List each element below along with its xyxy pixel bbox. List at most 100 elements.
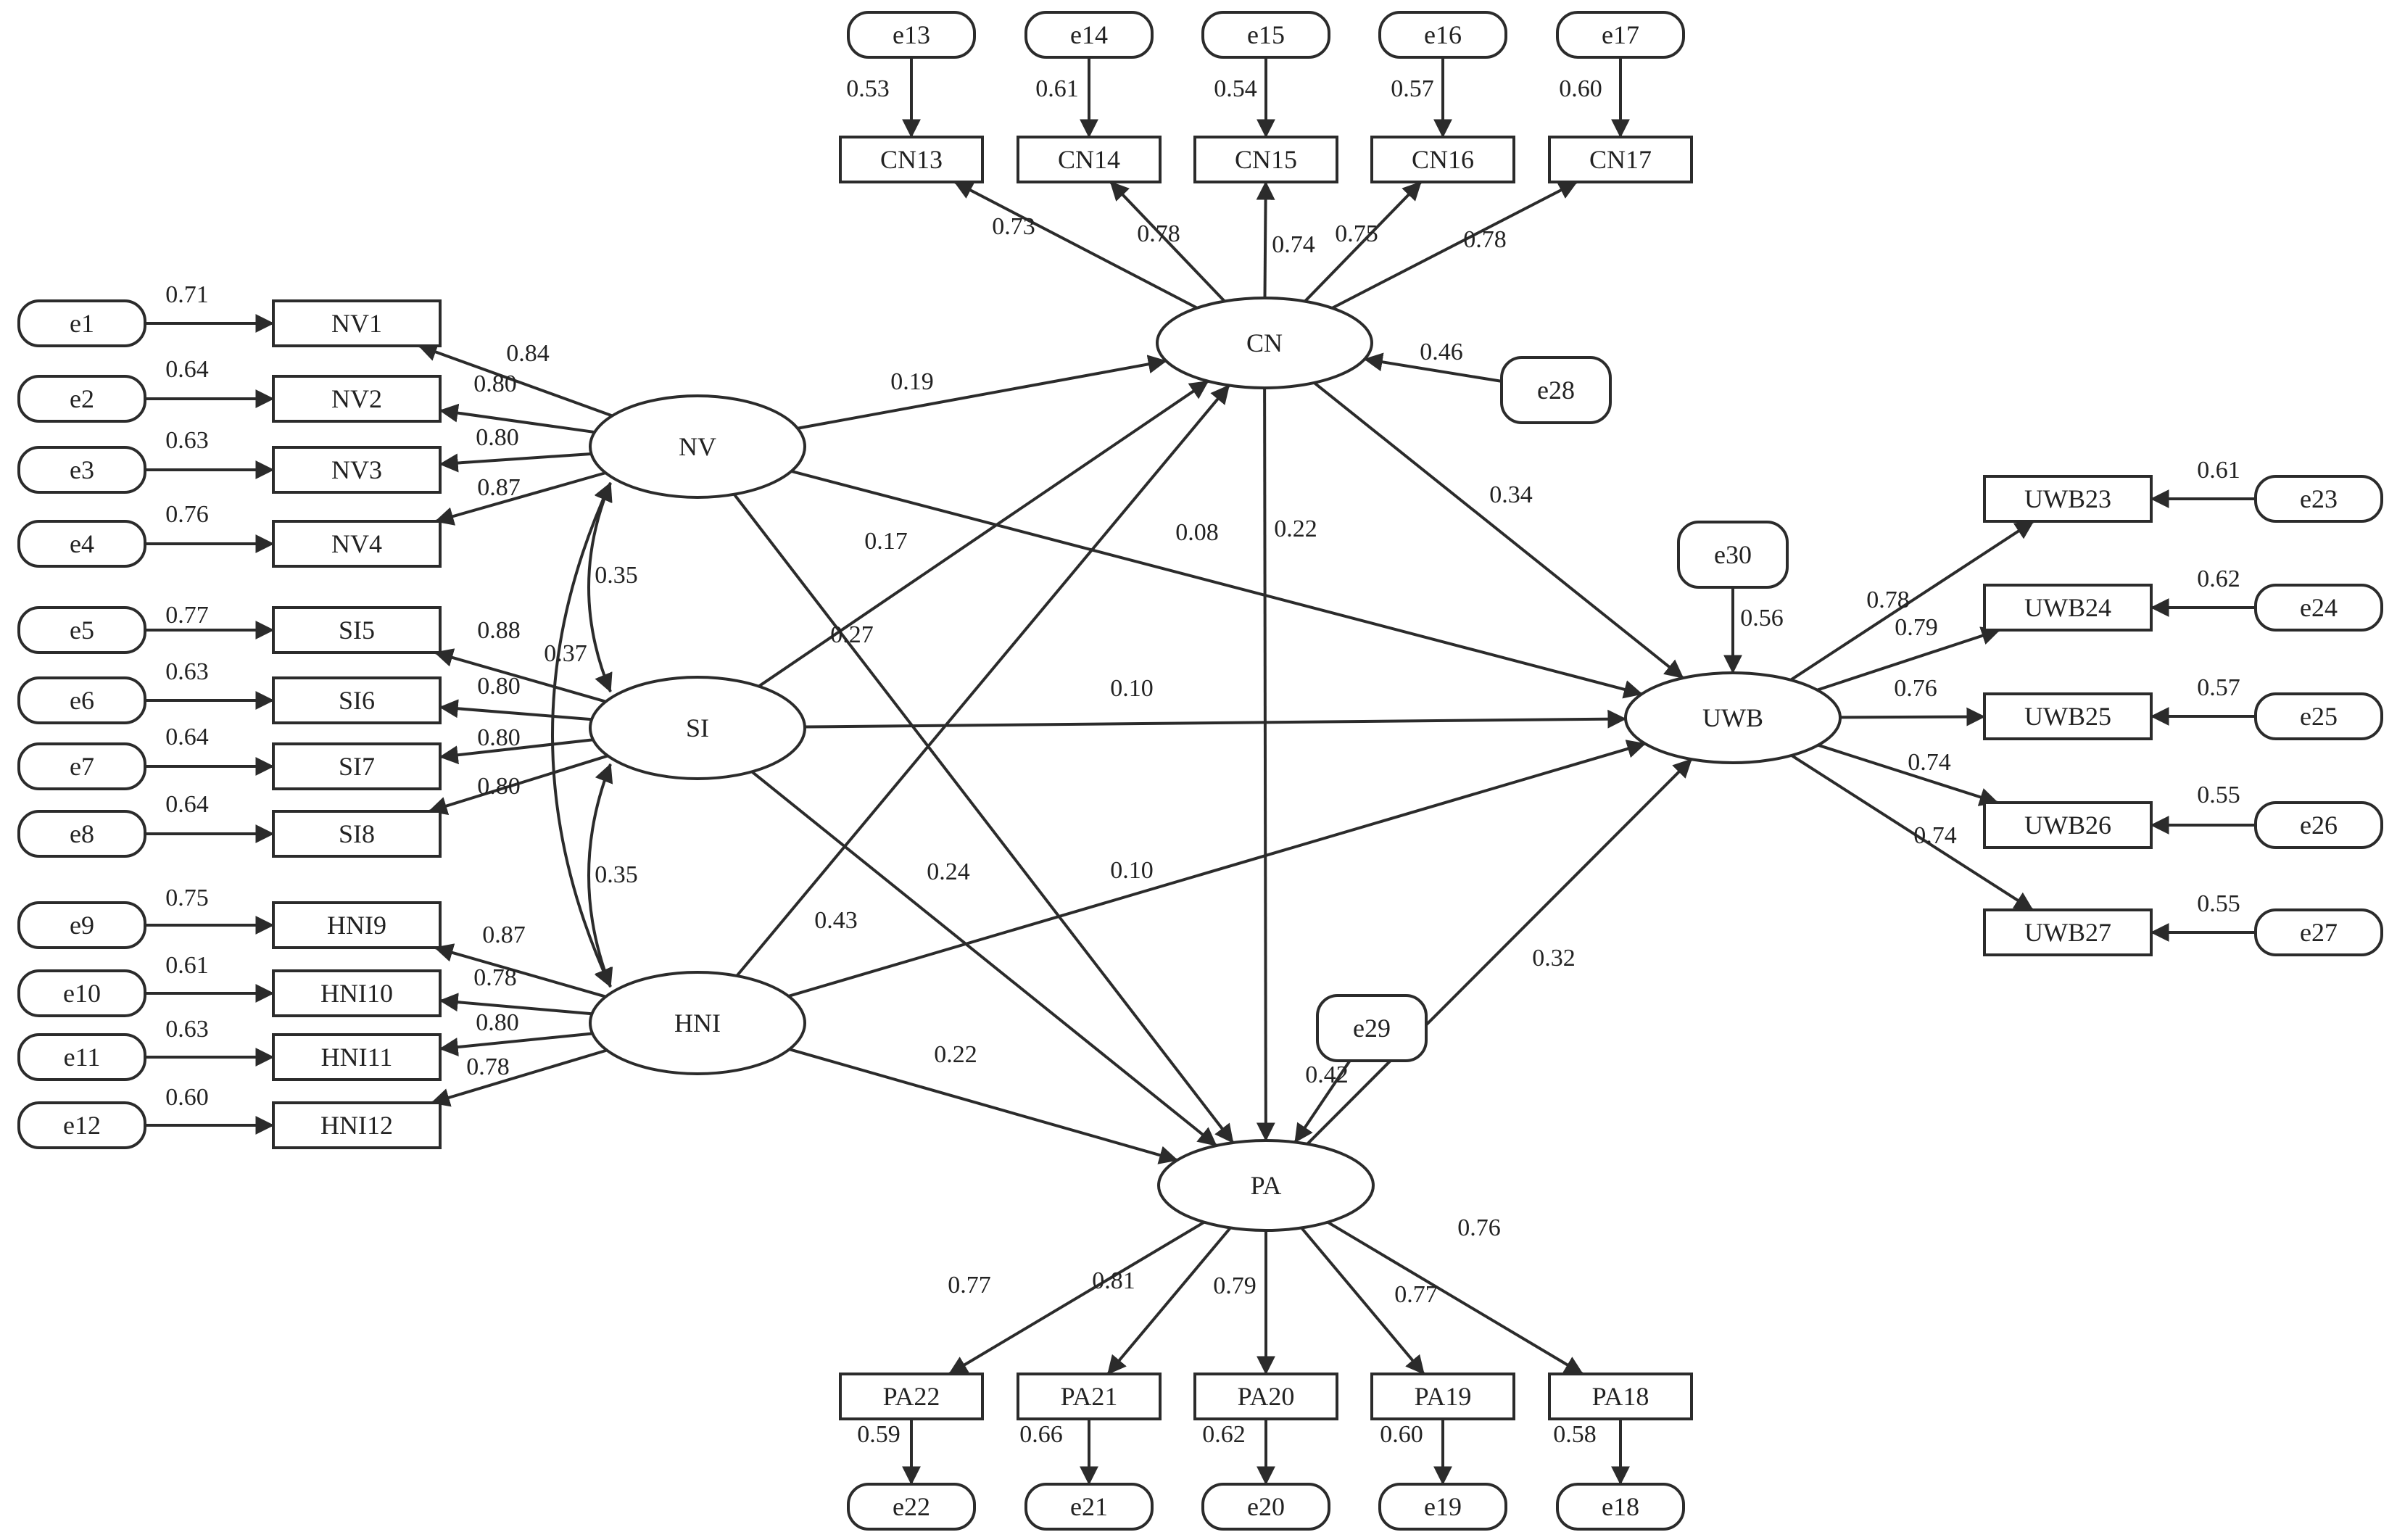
error-term-box bbox=[1378, 1483, 1507, 1531]
edge-label-CN-CN17: 0.78 bbox=[1463, 226, 1507, 253]
path-HNI-CN bbox=[735, 384, 1230, 977]
path-PA-PA22 bbox=[948, 1220, 1205, 1375]
node-label: e13 bbox=[893, 20, 930, 49]
edge-label-HNI-HNI10: 0.78 bbox=[473, 964, 517, 991]
node-label: e27 bbox=[2300, 918, 2338, 947]
path-NV-UWB bbox=[790, 469, 1643, 699]
node-label: e29 bbox=[1353, 1014, 1391, 1043]
edge-label-e17-CN17: 0.60 bbox=[1559, 75, 1602, 102]
error-term-box bbox=[17, 901, 146, 949]
edge-label-e4-NV4: 0.76 bbox=[165, 501, 209, 528]
node-label: e23 bbox=[2300, 484, 2338, 513]
node-CN13: CN13 bbox=[839, 136, 984, 183]
indicator-box bbox=[1983, 475, 2153, 523]
node-label: HNI9 bbox=[327, 911, 386, 940]
latent-ellipse bbox=[1156, 297, 1373, 389]
error-term-box bbox=[1024, 1483, 1154, 1531]
path-SI-CN bbox=[758, 380, 1209, 688]
path-PA-PA18 bbox=[1327, 1220, 1584, 1375]
edge-label-e27-UWB27: 0.55 bbox=[2197, 890, 2240, 917]
error-term-box bbox=[1378, 11, 1507, 59]
node-label: e18 bbox=[1602, 1492, 1639, 1521]
error-term-box bbox=[2254, 475, 2383, 523]
node-e12: e12 bbox=[17, 1101, 146, 1149]
edge-label-NV-NV3: 0.80 bbox=[476, 424, 519, 451]
node-NV3: NV3 bbox=[272, 446, 442, 494]
node-label: e24 bbox=[2300, 593, 2338, 622]
error-term-box bbox=[1556, 11, 1685, 59]
error-term-box bbox=[17, 1033, 146, 1081]
error-term-box bbox=[17, 299, 146, 347]
indicator-box bbox=[1983, 692, 2153, 740]
error-term-box bbox=[1201, 1483, 1330, 1531]
edge-label-e6-SI6: 0.63 bbox=[165, 658, 209, 685]
node-label: e10 bbox=[63, 979, 101, 1008]
edge-label-PA21-e21: 0.66 bbox=[1019, 1421, 1063, 1448]
edge-label-PA-PA18: 0.76 bbox=[1457, 1214, 1501, 1241]
edge-label-e8-SI8: 0.64 bbox=[165, 791, 209, 818]
path-e29-PA bbox=[1293, 1059, 1351, 1143]
node-CN: CN bbox=[1156, 297, 1373, 389]
node-e10: e10 bbox=[17, 969, 146, 1017]
node-label: e28 bbox=[1537, 376, 1575, 405]
path-UWB-UWB27 bbox=[1790, 754, 2034, 911]
path-UWB-UWB23 bbox=[1789, 520, 2034, 682]
edge-label-PA-PA21: 0.81 bbox=[1092, 1267, 1135, 1294]
node-label: e26 bbox=[2300, 811, 2338, 840]
indicator-box bbox=[839, 136, 984, 183]
edge-label-CN-CN13: 0.73 bbox=[992, 213, 1035, 240]
edge-label-UWB-UWB27: 0.74 bbox=[1913, 822, 1957, 849]
node-label: CN14 bbox=[1058, 145, 1120, 174]
node-label: HNI bbox=[674, 1009, 721, 1038]
path-HNI-UWB bbox=[788, 740, 1647, 998]
node-label: e14 bbox=[1070, 20, 1108, 49]
node-label: CN16 bbox=[1412, 145, 1474, 174]
node-e2: e2 bbox=[17, 375, 146, 423]
indicator-box bbox=[1370, 1373, 1515, 1420]
path-NV-NV1 bbox=[418, 343, 613, 418]
edge-label-UWB-UWB23: 0.78 bbox=[1866, 587, 1910, 613]
node-SI6: SI6 bbox=[272, 676, 442, 724]
path-PA-UWB bbox=[1306, 758, 1693, 1146]
path-PA-PA19 bbox=[1300, 1227, 1425, 1375]
indicator-box bbox=[272, 742, 442, 790]
edge-label-NV-NV1: 0.84 bbox=[506, 340, 550, 367]
node-label: NV2 bbox=[331, 384, 382, 413]
covariance-NV-HNI bbox=[551, 481, 612, 988]
edge-label-NV-NV4: 0.87 bbox=[477, 474, 521, 501]
node-UWB27: UWB27 bbox=[1983, 908, 2153, 956]
node-UWB: UWB bbox=[1624, 671, 1842, 764]
path-SI-SI7 bbox=[439, 738, 594, 765]
edge-label-e14-CN14: 0.61 bbox=[1035, 75, 1079, 102]
edge-label-HNI-HNI11: 0.80 bbox=[476, 1009, 519, 1036]
edge-label-UWB-UWB26: 0.74 bbox=[1908, 749, 1951, 776]
error-term-box bbox=[17, 742, 146, 790]
edge-label-NV-SI: 0.35 bbox=[595, 562, 638, 589]
node-e1: e1 bbox=[17, 299, 146, 347]
path-UWB-UWB26 bbox=[1817, 743, 1999, 806]
edge-label-CN-PA: 0.22 bbox=[1274, 516, 1317, 542]
node-label: UWB23 bbox=[2024, 484, 2111, 513]
node-CN16: CN16 bbox=[1370, 136, 1515, 183]
edges-layer bbox=[145, 57, 2256, 1486]
path-CN-PA bbox=[1256, 387, 1275, 1142]
node-label: SI bbox=[686, 713, 709, 742]
node-UWB23: UWB23 bbox=[1983, 475, 2153, 523]
indicator-box bbox=[1548, 1373, 1693, 1420]
indicator-box bbox=[1193, 136, 1338, 183]
node-e9: e9 bbox=[17, 901, 146, 949]
edge-label-e10-HNI10: 0.61 bbox=[165, 952, 209, 979]
node-PA22: PA22 bbox=[839, 1373, 984, 1420]
node-PA21: PA21 bbox=[1017, 1373, 1162, 1420]
latent-ellipse bbox=[1624, 671, 1842, 764]
error-term-box bbox=[17, 606, 146, 654]
path-CN-CN16 bbox=[1304, 181, 1423, 302]
node-e24: e24 bbox=[2254, 584, 2383, 632]
error-term-box bbox=[1677, 521, 1789, 589]
indicator-box bbox=[272, 1101, 442, 1149]
indicator-box bbox=[1017, 136, 1162, 183]
indicator-box bbox=[272, 901, 442, 949]
edge-label-HNI-UWB: 0.10 bbox=[1110, 857, 1154, 884]
edge-label-NV-NV2: 0.80 bbox=[473, 370, 517, 397]
